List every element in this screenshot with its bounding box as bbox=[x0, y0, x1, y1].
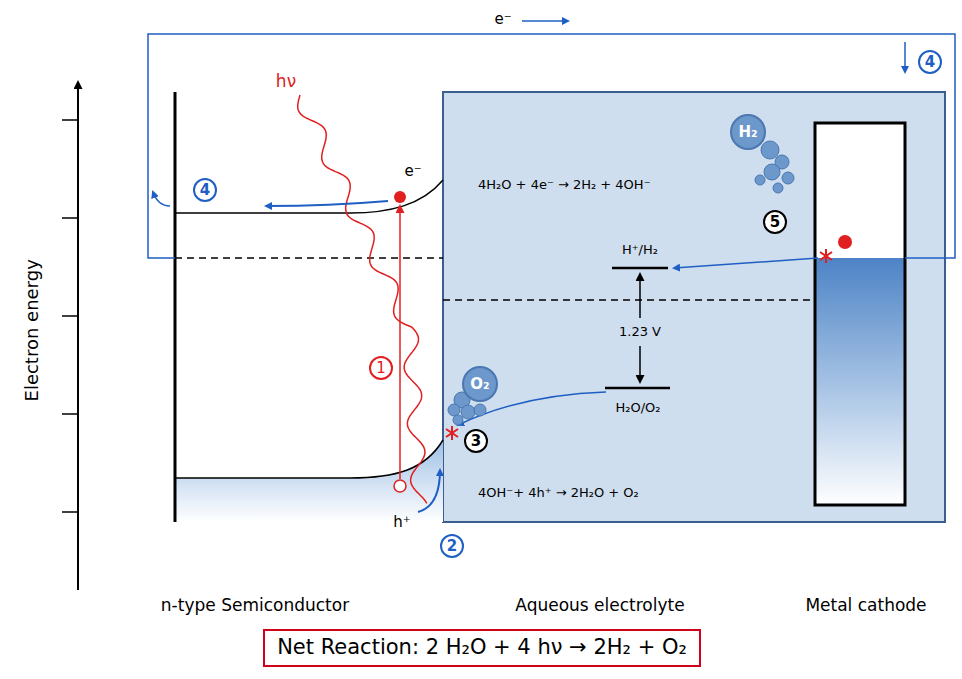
potential-arrow bbox=[639, 274, 641, 318]
hole-label: h⁺ bbox=[393, 514, 410, 531]
photon-label: hν bbox=[276, 72, 296, 92]
excitation-arrow bbox=[399, 206, 401, 479]
potential-arrow bbox=[639, 346, 641, 382]
reaction-site bbox=[446, 426, 458, 440]
photon-wave bbox=[298, 95, 427, 503]
reaction-equation: 4OH⁻+ 4h⁺ → 2H₂O + O₂ bbox=[478, 486, 639, 501]
axis-ticks bbox=[62, 120, 78, 512]
node-text: O₂ bbox=[470, 376, 489, 393]
hole-dot bbox=[394, 480, 406, 492]
redox-level-label: H₂O/O₂ bbox=[615, 401, 660, 416]
electron-label: e⁻ bbox=[494, 11, 511, 28]
node-text: 3 bbox=[471, 433, 481, 450]
callout-number: 3 bbox=[464, 429, 489, 454]
valence-band bbox=[175, 440, 443, 478]
net-reaction-box: Net Reaction: 2 H₂O + 4 hν → 2H₂ + O₂ bbox=[263, 629, 701, 666]
node-text: 2 bbox=[447, 538, 457, 555]
callout-number: 4 bbox=[918, 50, 943, 75]
callout-number: 2 bbox=[440, 534, 465, 559]
energy-axis bbox=[77, 82, 79, 590]
node-text: 5 bbox=[770, 214, 780, 231]
semiconductor-edge bbox=[174, 92, 177, 522]
h2-level bbox=[612, 267, 668, 270]
current-arrow bbox=[153, 192, 170, 206]
axis-label: Electron energy bbox=[22, 259, 43, 401]
external-circuit bbox=[148, 34, 955, 258]
cathode-outline bbox=[815, 123, 905, 505]
electron-dot bbox=[838, 235, 852, 249]
node-text: H₂ bbox=[738, 124, 757, 141]
o2-level bbox=[605, 387, 670, 390]
valence-fill bbox=[175, 440, 443, 522]
electron-transfer-arrow bbox=[674, 258, 818, 268]
callout-number: 1 bbox=[369, 356, 394, 381]
current-arrow bbox=[904, 42, 906, 72]
gas-bubble: H₂ bbox=[730, 114, 766, 150]
node-text: 1 bbox=[376, 360, 386, 377]
electron-label: e⁻ bbox=[404, 163, 421, 180]
callout-number: 5 bbox=[763, 210, 788, 235]
region-label: n-type Semiconductor bbox=[161, 596, 349, 616]
electron-dot bbox=[394, 191, 406, 203]
node-text: 4 bbox=[200, 182, 210, 199]
electron-transfer-arrow bbox=[266, 201, 388, 206]
electrolyte-fermi-line bbox=[443, 299, 815, 301]
current-arrow bbox=[522, 20, 568, 22]
region-label: Metal cathode bbox=[805, 596, 926, 616]
cathode-fill bbox=[815, 258, 905, 505]
region-label: Aqueous electrolyte bbox=[515, 596, 684, 616]
redox-level-label: H⁺/H₂ bbox=[622, 243, 658, 258]
callout-number: 4 bbox=[193, 178, 218, 203]
node-text: 4 bbox=[925, 54, 935, 71]
cathode-body bbox=[815, 123, 905, 505]
reaction-site bbox=[820, 249, 832, 263]
potential-label: 1.23 V bbox=[619, 325, 661, 340]
reaction-equation: 4H₂O + 4e⁻ → 2H₂ + 4OH⁻ bbox=[478, 178, 651, 193]
fermi-level bbox=[175, 257, 443, 259]
electrolyte-region bbox=[443, 92, 945, 522]
gas-bubble: O₂ bbox=[462, 366, 498, 402]
gas-bubbles bbox=[448, 141, 794, 425]
reaction-text: Net Reaction: 2 H₂O + 4 hν → 2H₂ + O₂ bbox=[277, 636, 687, 659]
hole-transfer-arrow bbox=[418, 470, 440, 512]
